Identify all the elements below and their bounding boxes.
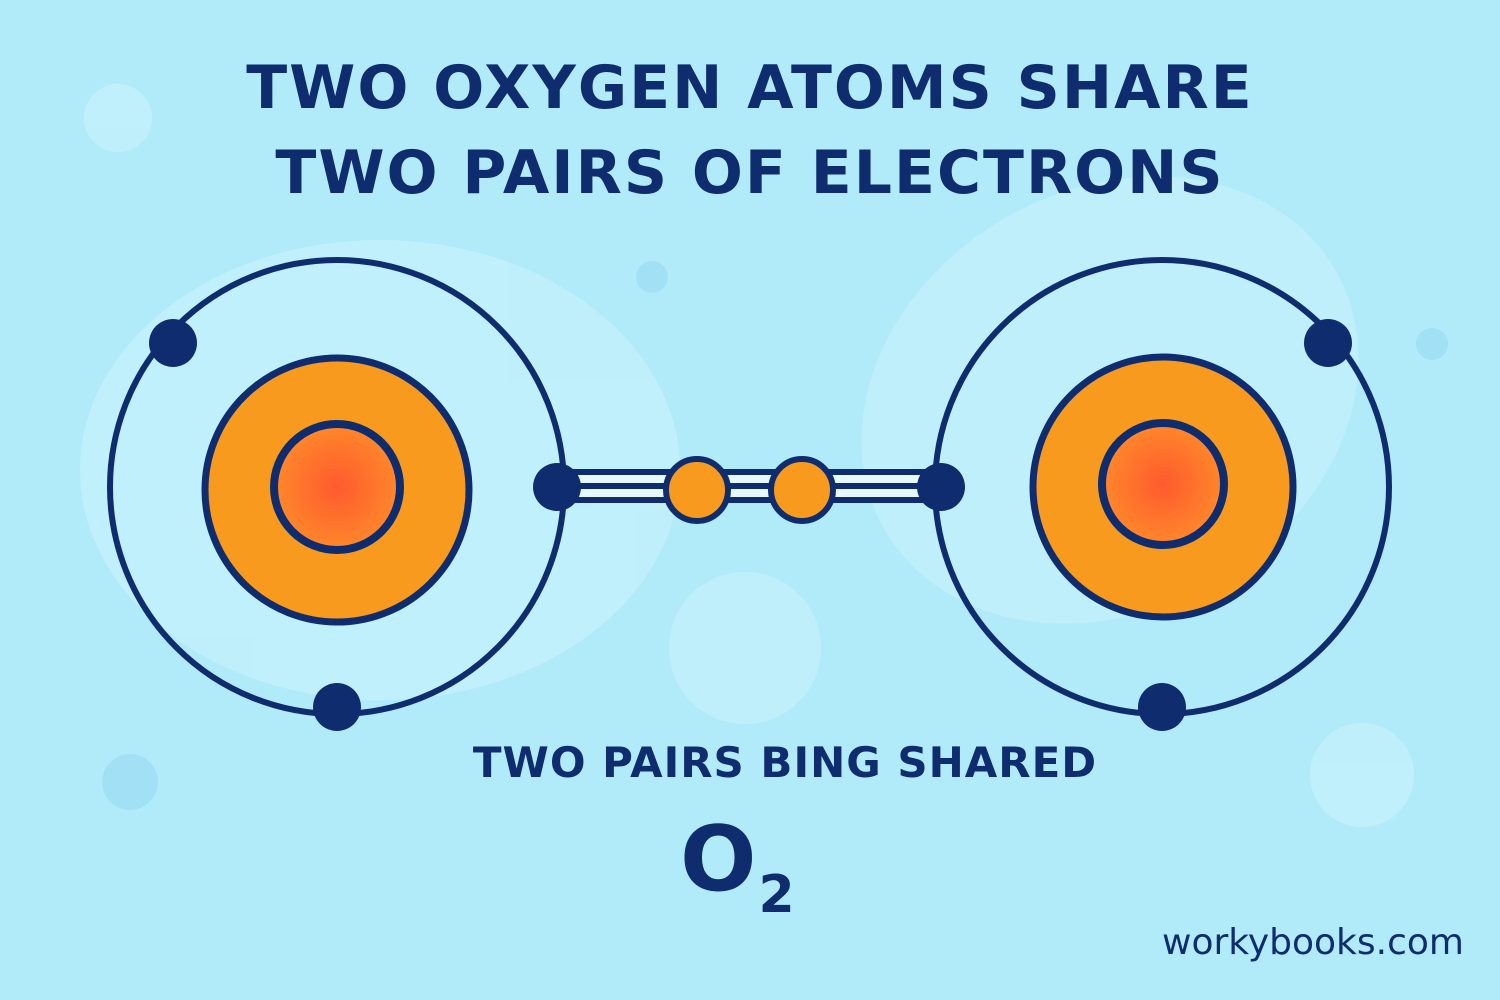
shared-electron [768, 456, 836, 524]
lone-electron [313, 683, 361, 731]
bond-endpoint [533, 463, 581, 511]
formula-subscript: 2 [758, 865, 795, 925]
double-bond [533, 456, 965, 524]
lone-electron [1138, 683, 1186, 731]
lone-electron [1304, 319, 1352, 367]
caption: TWO PAIRS BING SHARED [472, 738, 1098, 787]
title-line-2: TWO PAIRS OF ELECTRONS [275, 138, 1225, 208]
nucleus [270, 420, 404, 554]
shared-electron [663, 456, 731, 524]
watermark-link[interactable]: workybooks.com [1162, 922, 1464, 963]
lone-electron [149, 319, 197, 367]
title-line-1: TWO OXYGEN ATOMS SHARE [246, 53, 1254, 123]
bond-endpoint [917, 463, 965, 511]
chemical-formula: O2 [680, 815, 795, 922]
oxygen-atom-right [932, 257, 1392, 731]
formula-symbol: O [680, 807, 757, 912]
nucleus [1098, 419, 1228, 549]
